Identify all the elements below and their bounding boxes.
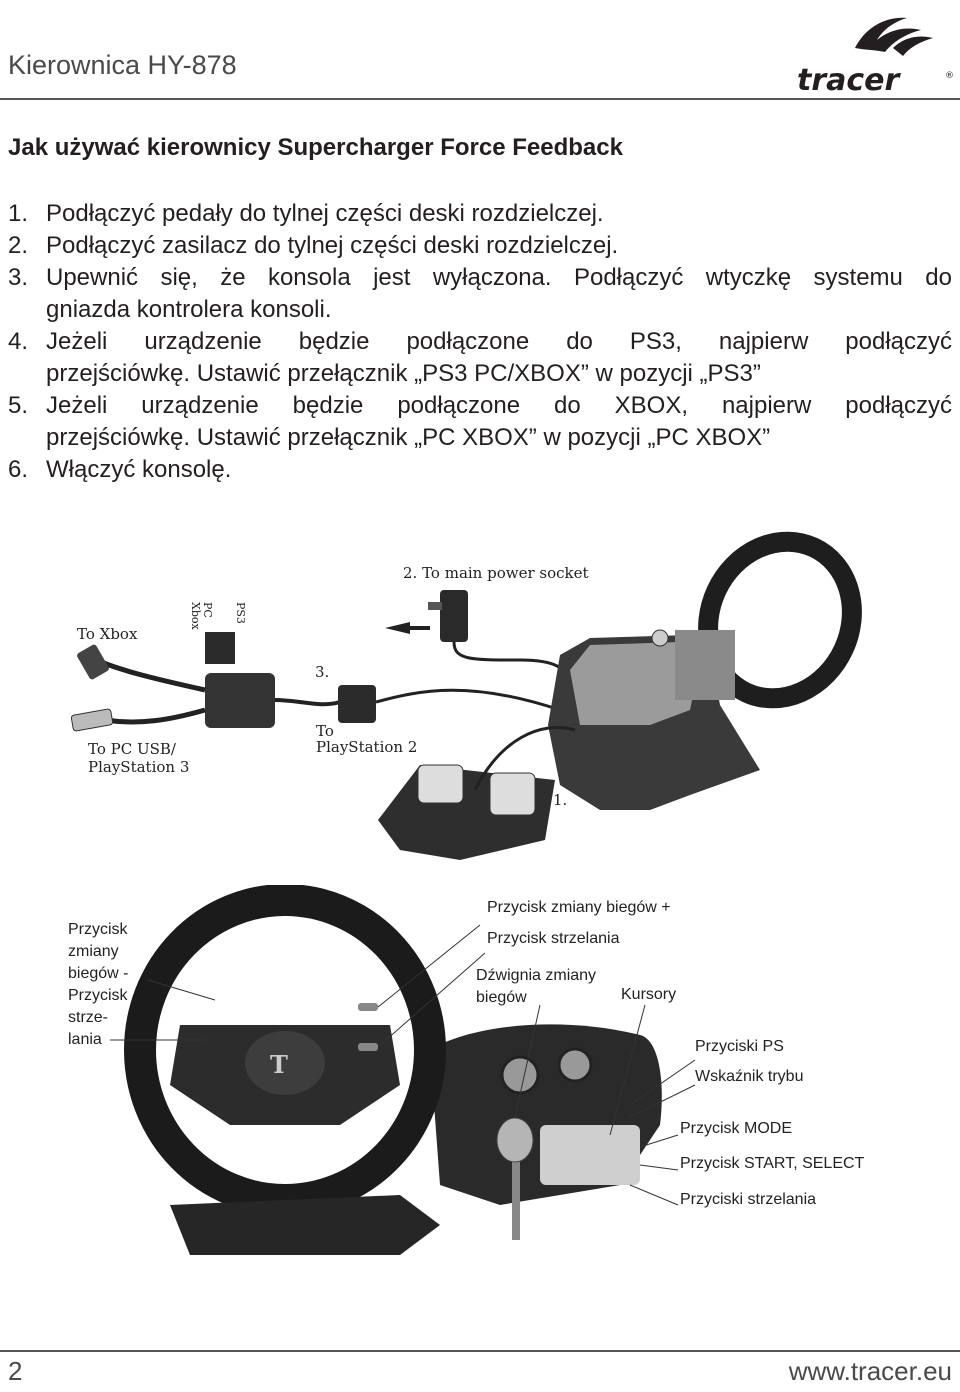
callout-mode-button: Przycisk MODE [680,1120,792,1137]
svg-text:T: T [270,1050,288,1079]
callout-cursors: Kursory [621,986,677,1003]
step-4: 4. Jeżeli urządzenie będzie podłączone d… [8,328,952,387]
callout-fire-buttons: Przyciski strzelania [680,1191,817,1208]
leader-line [639,1164,679,1171]
leader-line [629,1084,696,1118]
fire-button-icon [358,1043,378,1051]
page-number: 2 [8,1356,23,1386]
gear-lever-icon [512,1155,520,1240]
tracer-logo: tracer ® [797,17,954,98]
label-main-power: 2. To main power socket [403,564,589,582]
switch-icon [205,632,235,664]
connection-illustration [70,531,862,860]
label-to-pc-usb: To PC USB/ [88,740,176,758]
step-3: 3. Upewnić się, że konsola jest wyłączon… [8,264,952,323]
svg-text:®: ® [945,71,954,81]
label-to-xbox: To Xbox [77,625,138,643]
label-playstation-2: PlayStation 2 [316,738,418,756]
leader-line [609,1004,646,1136]
power-adapter-icon [440,590,468,642]
ps2-plug-icon [338,685,376,723]
label-step-3: 3. [315,663,330,681]
callout-gear-plus: Przycisk zmiany biegów + [487,899,671,916]
header-divider [0,98,960,100]
callout-fire-button: Przycisk strzelania [487,930,620,947]
svg-text:tracer: tracer [797,63,902,98]
connection-diagram: 2. To main power socket To Xbox PC Xbox … [0,510,960,870]
callout-start-select: Przycisk START, SELECT [680,1155,865,1172]
document-header-title: Kierownica HY-878 [8,50,237,80]
instruction-steps: 1. Podłączyć pedały do tylnej części des… [8,198,952,486]
callout-ps-buttons: Przyciski PS [695,1038,784,1055]
website-link[interactable]: www.tracer.eu [788,1356,952,1386]
xbox-plug-icon [77,644,109,680]
label-to: To [316,722,334,740]
step-1: 1. Podłączyć pedały do tylnej części des… [8,200,604,227]
label-playstation-3: PlayStation 3 [88,758,190,776]
label-switch-pc: PC [201,602,214,618]
footer-divider [0,1350,960,1352]
fire-button-icon [358,1003,378,1011]
gauge-icon [500,1055,540,1095]
leader-line [514,1004,541,1118]
callout-gear-lever: Dźwignia zmiany biegów [476,967,597,1006]
usb-plug-icon [70,708,114,732]
steering-wheel-icon [698,531,862,709]
callout-gear-minus-fire: Przycisk zmiany biegów - Przycisk strze-… [68,921,129,1048]
controls-diagram: T Przycisk zmiany biegów - Przycisk strz… [0,884,960,1265]
step-6: 6. Włączyć konsolę. [8,456,232,483]
callout-mode-indicator: Wskaźnik trybu [695,1068,804,1085]
step-5: 5. Jeżeli urządzenie będzie podłączone d… [8,392,952,451]
leader-line [377,952,486,1048]
step-2: 2. Podłączyć zasilacz do tylnej części d… [8,232,619,259]
adapter-box-icon [205,673,275,728]
button-panel-icon [540,1125,640,1185]
leader-line [629,1059,696,1106]
label-switch-ps3: PS3 [234,602,247,624]
label-switch-xbox: Xbox [189,602,202,630]
leader-line [377,924,481,1008]
leader-line [629,1184,679,1206]
label-step-1: 1. [553,791,568,809]
leader-line [147,979,216,1001]
wheel-base-icon [170,1195,440,1255]
leader-line [639,1134,679,1148]
controls-illustration: T [110,884,696,1255]
gauge-icon [557,1047,593,1083]
section-title: Jak używać kierownicy Supercharger Force… [8,134,623,161]
arrow-icon [385,622,410,634]
